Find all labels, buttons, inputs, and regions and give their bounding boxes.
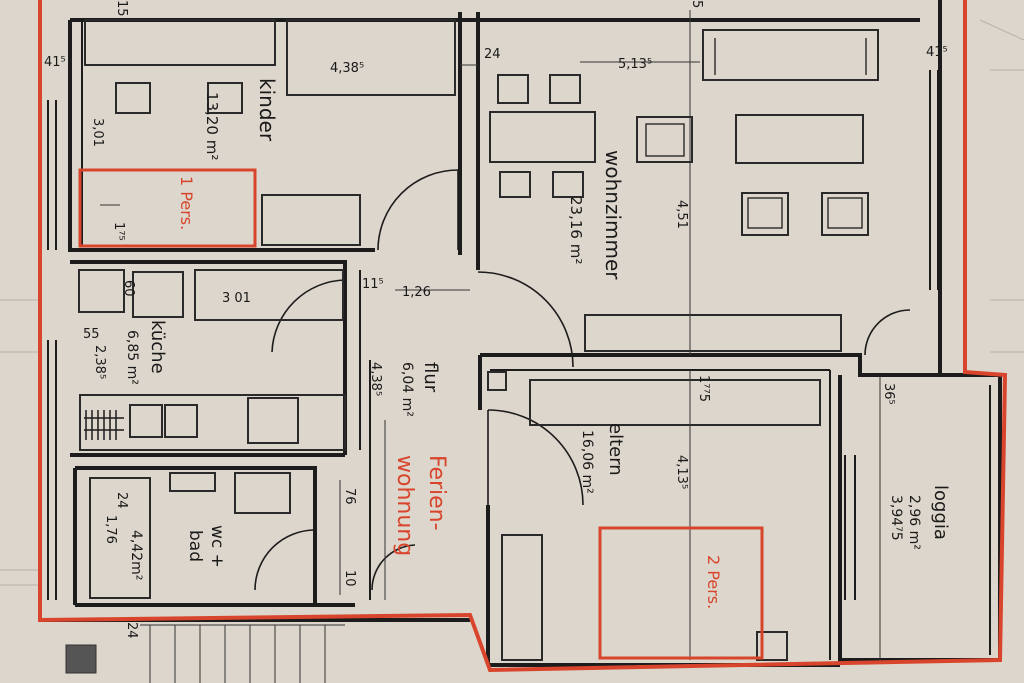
wohnzimmer-room-area: 23,16 m² <box>567 196 585 264</box>
kinder-room-area: 13,20 m² <box>203 92 221 160</box>
loggia-length: 3,94⁷5 <box>888 495 904 541</box>
dim-flur-115: 11⁵ <box>362 277 384 292</box>
dim-top-wall: 24 <box>484 47 501 62</box>
dim-top-kinder: 15 <box>114 0 129 17</box>
bad-room-area: 4,42m² <box>128 530 144 580</box>
left-window-strips <box>47 70 939 600</box>
dim-top-left: 41⁵ <box>44 55 66 70</box>
dim-kitchen-55: 55 <box>83 327 100 342</box>
bad-width: 1,76 <box>103 515 118 544</box>
eltern-room-name: eltern <box>605 423 626 476</box>
flur-length: 4,38⁵ <box>368 362 383 396</box>
loggia-room-area: 2,96 m² <box>906 495 922 550</box>
wohnzimmer-room-name: wohnzimmer <box>601 150 625 280</box>
flur-room-area: 6,04 m² <box>399 362 415 417</box>
eltern-width: 4,13⁵ <box>674 455 689 489</box>
wohnzimmer-width: 4,51 <box>674 200 689 229</box>
kinder-bed-label: 1 Pers. <box>177 176 196 230</box>
eltern-length: 1⁷⁷5 <box>696 375 711 402</box>
kinder-width: 3,01 <box>90 118 105 147</box>
dim-bad-door-76: 76 <box>342 488 357 505</box>
bad-room-name-2: bad <box>185 530 205 562</box>
dim-top-wohn: 5 <box>689 0 704 8</box>
ferienwohnung-outline <box>38 0 1008 673</box>
loggia-width: 36⁵ <box>881 383 896 405</box>
stove-icon <box>84 410 124 440</box>
loggia-room-name: loggia <box>930 485 951 540</box>
wohnzimmer-length: 5,13⁵ <box>618 57 652 72</box>
ferienwohnung-label-1: Ferien- <box>424 455 449 531</box>
flur-room-name: flur <box>420 362 441 393</box>
eltern-bed-label: 2 Pers. <box>704 555 723 609</box>
kueche-width: 2,38⁵ <box>92 345 107 379</box>
sofa-detail <box>645 38 867 229</box>
dim-stair-24: 24 <box>124 622 139 639</box>
dim-bad-24: 24 <box>114 492 129 509</box>
kueche-length: 3 01 <box>222 291 251 306</box>
dim-top-right: 41⁵ <box>926 45 948 60</box>
background-lines <box>0 19 1024 586</box>
eltern-bed-box <box>598 526 764 660</box>
thin-walls <box>81 20 991 660</box>
dim-kinder-bottom: 1⁷⁵ <box>111 222 126 241</box>
bad-room-name-1: wc + <box>207 525 227 568</box>
furniture <box>78 19 879 661</box>
dim-kitchen-small: 60 <box>121 280 136 297</box>
eltern-room-area: 16,06 m² <box>579 430 595 494</box>
stairs <box>65 624 345 683</box>
axis-lines <box>100 10 881 660</box>
ferienwohnung-label-2: wohnung <box>392 455 417 556</box>
interior-walls <box>68 12 1002 667</box>
kueche-room-area: 6,85 m² <box>124 330 140 385</box>
flur-width: 1,26 <box>402 285 431 300</box>
kueche-room-name: küche <box>147 320 168 374</box>
dim-bad-door-10: 10 <box>342 570 357 587</box>
kinder-room-name: kinder <box>255 78 279 142</box>
kinder-bed-box <box>78 168 257 248</box>
kinder-length: 4,38⁵ <box>330 61 364 76</box>
